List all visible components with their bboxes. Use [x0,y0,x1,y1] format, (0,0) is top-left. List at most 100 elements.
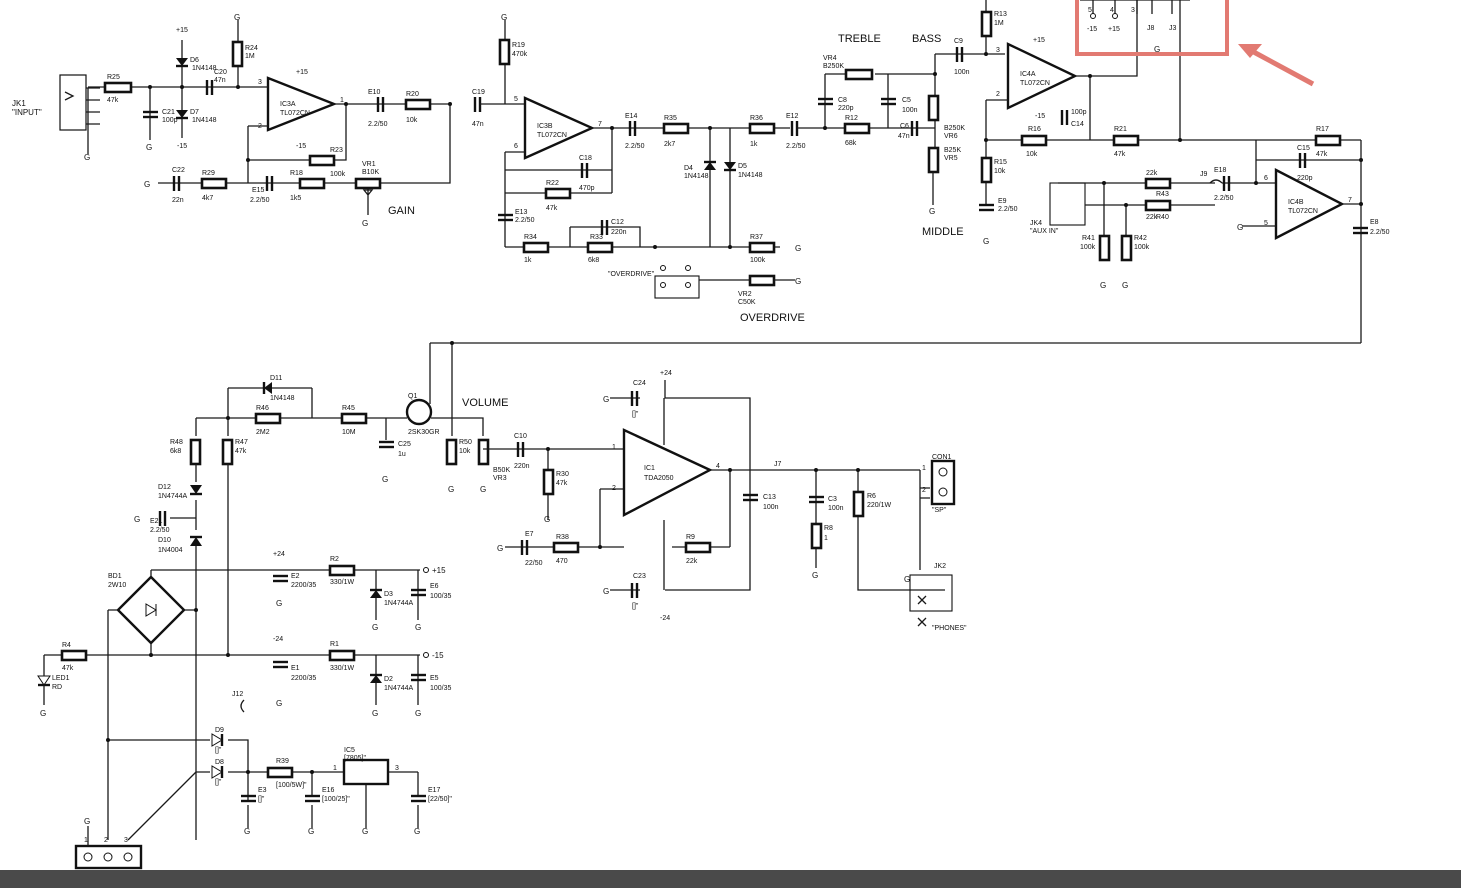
svg-text:G: G [276,699,282,708]
svg-text:IC5: IC5 [344,747,355,754]
svg-text:JK4: JK4 [1030,220,1042,227]
svg-text:C23: C23 [633,573,646,580]
svg-text:R37: R37 [750,234,763,241]
svg-text:2k7: 2k7 [664,141,675,148]
svg-text:G: G [497,544,503,553]
svg-text:2200/35: 2200/35 [291,582,316,589]
svg-text:10k: 10k [994,168,1006,175]
svg-text:G: G [84,153,90,162]
svg-text:G: G [40,709,46,718]
svg-text:TL072CN: TL072CN [1288,208,1318,215]
svg-text:D4: D4 [684,165,693,172]
svg-text:D5: D5 [738,163,747,170]
svg-text:[100/25]": [100/25]" [322,796,350,803]
svg-text:3: 3 [1131,7,1135,14]
svg-text:2.2/50: 2.2/50 [786,143,806,150]
svg-text:68k: 68k [845,140,857,147]
svg-text:[100/5W]": [100/5W]" [276,782,307,789]
svg-text:100k: 100k [750,257,766,264]
R38 [552,541,580,554]
svg-text:1k5: 1k5 [290,195,301,202]
svg-text:47k: 47k [1316,151,1328,158]
svg-text:4: 4 [716,463,720,470]
R4 [60,649,88,662]
svg-text:2W10: 2W10 [108,582,126,589]
svg-text:VR5: VR5 [944,155,958,162]
svg-text:G: G [501,13,507,22]
power-connector [74,844,143,870]
overdrive-switch [654,275,700,299]
svg-text:1N4744A: 1N4744A [384,685,414,692]
svg-text:E14: E14 [625,113,638,120]
svg-text:R1: R1 [330,641,339,648]
svg-text:3: 3 [395,765,399,772]
svg-text:R12: R12 [845,115,858,122]
svg-text:C12: C12 [611,219,624,226]
R45 [340,412,368,425]
svg-text:RD: RD [52,684,62,691]
highlight-box [1075,0,1229,56]
svg-text:E6: E6 [430,583,439,590]
svg-text:[]": []" [632,603,639,610]
svg-text:2: 2 [104,837,108,844]
svg-text:R50: R50 [459,439,472,446]
svg-text:VR6: VR6 [944,133,958,140]
svg-text:2.2/50: 2.2/50 [368,121,388,128]
svg-text:D11: D11 [270,375,282,382]
svg-text:G: G [415,623,421,632]
svg-text:-24: -24 [660,615,670,622]
svg-text:-15: -15 [432,651,444,660]
svg-text:2.2/50: 2.2/50 [1214,195,1234,202]
svg-text:VR4: VR4 [823,55,837,62]
svg-text:IC1: IC1 [644,465,655,472]
R37 [748,241,776,254]
svg-text:C8: C8 [838,97,847,104]
svg-text:2.2/50: 2.2/50 [1370,229,1390,236]
svg-text:1N4148: 1N4148 [270,395,295,402]
svg-text:10k: 10k [459,448,471,455]
svg-text:100/35: 100/35 [430,685,452,692]
svg-text:G: G [276,599,282,608]
svg-text:C5: C5 [902,97,911,104]
svg-text:-15: -15 [1035,113,1045,120]
svg-text:CON1: CON1 [932,454,952,461]
svg-text:D6: D6 [190,57,199,64]
svg-text:2.2/50: 2.2/50 [515,217,535,224]
svg-text:D12: D12 [158,484,171,491]
svg-text:220n: 220n [611,229,627,236]
svg-text:1M: 1M [245,53,255,60]
R20 [404,98,432,111]
input-jack [59,74,87,131]
svg-text:G: G [362,827,368,836]
R9 [684,541,712,554]
svg-text:G: G [415,709,421,718]
svg-text:22k: 22k [1146,170,1158,177]
gain-label: GAIN [388,205,415,217]
R40 [1144,199,1172,212]
svg-text:TL072CN: TL072CN [1020,80,1050,87]
svg-text:47k: 47k [235,448,247,455]
R36 [748,122,776,135]
svg-text:B250K: B250K [944,125,965,132]
svg-text:"AUX IN": "AUX IN" [1030,228,1059,235]
svg-text:100n: 100n [828,505,844,512]
R12 [843,122,871,135]
svg-text:1: 1 [824,535,828,542]
svg-text:R6: R6 [867,493,876,500]
R19 [498,38,511,66]
svg-text:VR1: VR1 [362,161,376,168]
svg-text:C14: C14 [1071,121,1084,128]
highlight-arrow [1248,47,1315,87]
R17 [1314,134,1342,147]
svg-text:J3: J3 [1169,25,1177,32]
svg-text:R47: R47 [235,439,248,446]
svg-text:C13: C13 [763,494,776,501]
svg-text:D2: D2 [384,676,393,683]
svg-text:E7: E7 [525,531,534,538]
svg-text:1: 1 [922,465,926,472]
svg-text:R20: R20 [406,91,419,98]
svg-text:C20: C20 [214,69,227,76]
svg-text:100n: 100n [763,504,779,511]
